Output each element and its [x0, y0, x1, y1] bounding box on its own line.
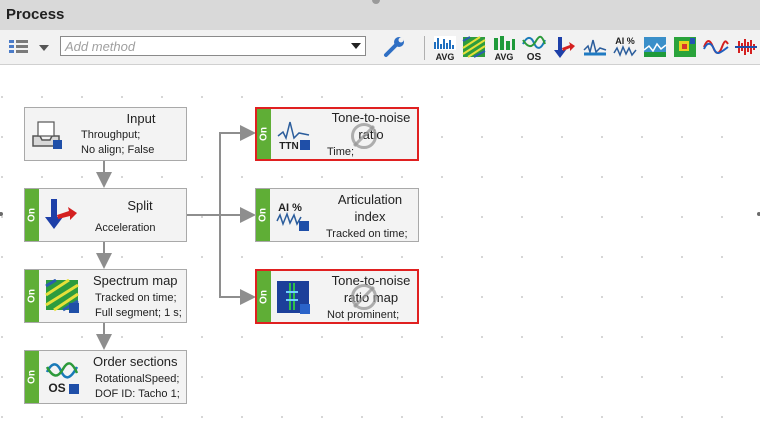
drag-handle-dot[interactable] [372, 0, 380, 4]
wrench-icon[interactable] [382, 36, 406, 58]
disabled-icon [351, 123, 377, 149]
method-list-icon[interactable] [8, 38, 30, 56]
heatmap-icon[interactable] [673, 36, 697, 58]
tone-to-noise-map-icon[interactable] [643, 36, 667, 58]
node-articulation-title-line-2: index [354, 209, 386, 224]
panel-header: Process [0, 0, 760, 30]
node-input[interactable]: Input Throughput; No align; False [24, 107, 187, 161]
node-spectrum-map-on-toggle[interactable]: On [25, 270, 39, 322]
svg-text:AVG: AVG [436, 52, 455, 62]
svg-text:AVG: AVG [495, 52, 514, 62]
wave-icon[interactable] [703, 38, 729, 56]
svg-text:AI %: AI % [615, 36, 635, 46]
node-order-sections-line-2: DOF ID: Tacho 1; [95, 388, 180, 400]
avg-colormap-icon[interactable]: AVG [491, 34, 517, 62]
node-input-line-2: No align; False [81, 144, 155, 156]
node-ttn-line-1: Time; [327, 146, 355, 158]
svg-text:AI %: AI % [278, 202, 302, 214]
articulation-index-icon[interactable]: AI % [612, 33, 638, 61]
avg-spectrum-icon[interactable]: AVG [432, 34, 458, 62]
disabled-icon [351, 284, 377, 310]
node-articulation-on-toggle[interactable]: On [256, 189, 270, 241]
node-input-line-1: Throughput; [81, 129, 141, 141]
connector-left-dot[interactable] [0, 212, 3, 216]
connector-right-dot[interactable] [757, 212, 760, 216]
split-icon [43, 197, 79, 233]
order-sections-icon[interactable]: OS [521, 34, 547, 63]
node-ttn-map-on-toggle[interactable]: On [257, 271, 271, 322]
svg-text:OS: OS [48, 381, 65, 395]
node-ttn-title-line-1: Tone-to-noise [331, 110, 411, 125]
tone-to-noise-icon: TTN [276, 116, 312, 152]
node-articulation-line-1: Tracked on time; [326, 228, 408, 240]
node-order-sections[interactable]: On OS Order sections RotationalSpeed; DO… [24, 350, 187, 404]
node-split-on-toggle[interactable]: On [25, 189, 39, 241]
toolbar-separator [424, 36, 425, 60]
node-ttn-map-line-1: Not prominent; [327, 309, 400, 321]
node-split-title: Split [127, 198, 153, 213]
node-tone-to-noise-ratio-map[interactable]: On Tone-to-noise ratio map Not prominent… [255, 269, 419, 324]
spectrum-map-icon[interactable] [462, 36, 486, 58]
node-ttn-map-title-line-1: Tone-to-noise [331, 273, 411, 288]
svg-text:OS: OS [527, 52, 542, 62]
node-order-sections-on-toggle[interactable]: On [25, 351, 39, 403]
input-tray-icon [29, 116, 65, 152]
node-split-line-1: Acceleration [95, 222, 156, 234]
node-tone-to-noise-ratio[interactable]: On TTN Tone-to-noise ratio Time; [255, 107, 419, 161]
articulation-index-icon: AI % [275, 197, 311, 233]
tone-to-noise-icon[interactable] [582, 36, 608, 58]
node-order-sections-line-1: RotationalSpeed; [95, 373, 180, 385]
node-spectrum-map-line-2: Full segment; 1 s; [95, 307, 182, 319]
tone-to-noise-map-icon [276, 280, 312, 316]
add-method-placeholder: Add method [65, 39, 136, 54]
sound-icon[interactable] [734, 37, 758, 57]
spectrum-map-icon [45, 278, 81, 315]
node-articulation-title-line-1: Articulation [337, 192, 403, 207]
node-articulation-index[interactable]: On AI % Articulation index Tracked on ti… [255, 188, 419, 242]
svg-text:TTN: TTN [279, 141, 298, 152]
node-spectrum-map[interactable]: On Spectrum map Tracked on time; Full se… [24, 269, 187, 323]
node-spectrum-map-title: Spectrum map [93, 273, 178, 288]
node-input-title: Input [126, 111, 156, 126]
panel-title: Process [6, 6, 65, 23]
node-split[interactable]: On Split Acceleration [24, 188, 187, 242]
order-sections-icon: OS [45, 360, 81, 396]
node-ttn-on-toggle[interactable]: On [257, 109, 271, 159]
add-method-dropdown[interactable]: Add method [60, 36, 366, 56]
node-order-sections-title: Order sections [93, 354, 178, 369]
node-spectrum-map-line-1: Tracked on time; [95, 292, 177, 304]
chevron-down-icon[interactable] [351, 43, 361, 49]
split-icon[interactable] [552, 36, 576, 60]
dropdown-arrow-icon[interactable] [38, 42, 50, 52]
